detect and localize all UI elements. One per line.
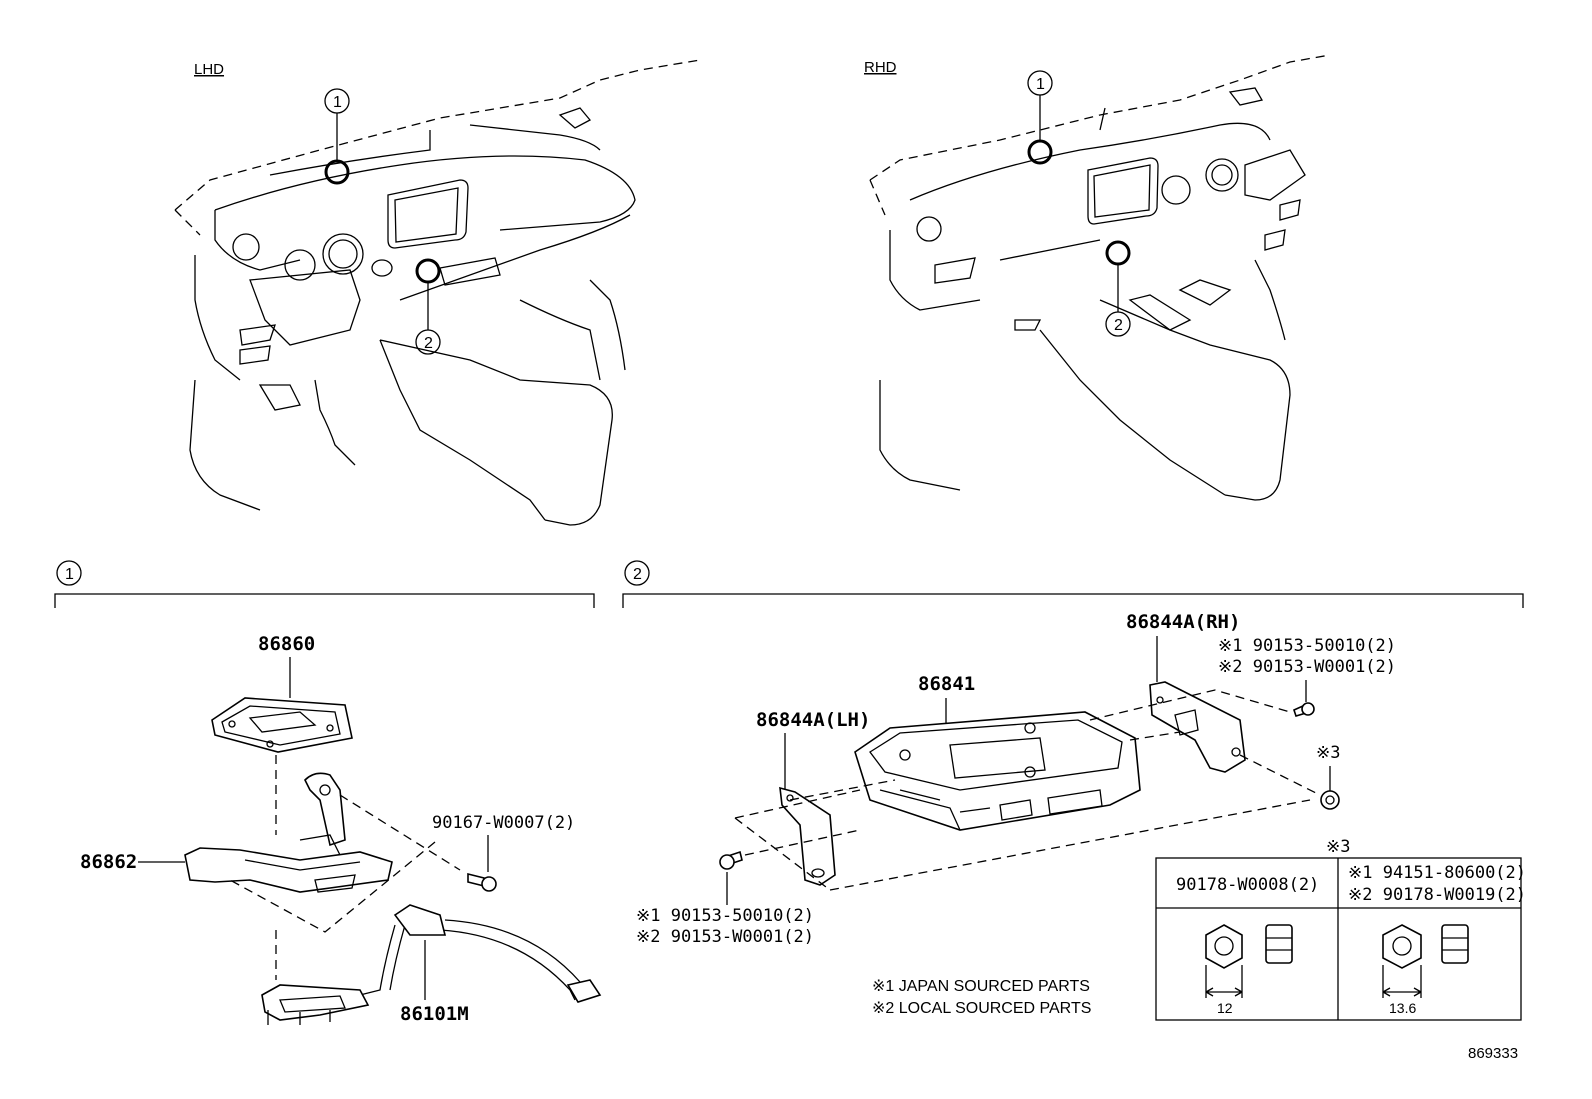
section-2-number [624,560,650,586]
part-86841-ecu [854,711,1141,831]
part-86844A-LH-bracket [779,786,836,886]
part-90167-bolt [467,872,497,892]
part-lh-bolt [719,850,743,870]
rhd-callout-2 [1105,311,1131,337]
part-label-86860: 86860 [258,633,315,655]
table-right-part-local: ※2 90178-W0019(2) [1348,885,1526,905]
part-86860-module [211,697,353,753]
svg-text:1: 1 [1036,76,1045,93]
part-label-rh-bolt-local: ※2 90153-W0001(2) [1218,657,1396,677]
part-86101M-harness [261,904,602,1025]
nut-12-icon [1205,924,1293,998]
part-label-86844A-RH: 86844A(RH) [1126,611,1240,633]
section-1: 1 86860 86862 90167-W0007(2) [54,560,602,1025]
part-rh-bolt [1293,702,1315,717]
part-label-lh-bolt-japan: ※1 90153-50010(2) [636,906,814,926]
nut-size-left: 12 [1217,1000,1233,1016]
svg-text:2: 2 [1114,317,1123,334]
table-left-part: 90178-W0008(2) [1176,875,1319,895]
part-label-90167: 90167-W0007(2) [432,813,575,833]
svg-text:1: 1 [333,94,342,111]
part-label-rh-bolt-japan: ※1 90153-50010(2) [1218,636,1396,656]
nut-size-right: 13.6 [1389,1000,1416,1016]
lhd-dashboard-illustration: LHD 1 [174,59,701,526]
figure-number: 869333 [1468,1045,1518,1062]
svg-text:2: 2 [633,566,642,583]
note-japan-sourced: ※1 JAPAN SOURCED PARTS [872,978,1090,995]
lhd-callout-2 [415,329,441,355]
table-header-ref: ※3 [1326,837,1350,857]
part-label-86844A-LH: 86844A(LH) [756,709,870,731]
section-2: 2 86841 86844A(LH) 86844A(RH) [622,560,1524,1017]
nut-spec-table: ※3 90178-W0008(2) ※1 94151-80600(2) ※2 9… [1155,837,1526,1021]
part-label-86862: 86862 [80,851,137,873]
svg-text:2: 2 [424,335,433,352]
part-86862-bracket [184,772,393,893]
part-label-86101M: 86101M [400,1003,469,1025]
part-label-nut-ref: ※3 [1316,743,1340,763]
part-label-lh-bolt-local: ※2 90153-W0001(2) [636,927,814,947]
lhd-callout-1 [324,88,350,114]
lhd-label: LHD [194,61,224,78]
note-local-sourced: ※2 LOCAL SOURCED PARTS [872,1000,1091,1017]
nut-13-6-icon [1382,924,1469,998]
rhd-dashboard-illustration: RHD 1 2 [864,54,1331,501]
rhd-label: RHD [864,59,897,76]
section-1-number [56,560,82,586]
svg-text:1: 1 [65,566,74,583]
part-86844A-RH-bracket [1149,681,1246,773]
part-nut [1320,790,1340,810]
part-label-86841: 86841 [918,673,975,695]
rhd-callout-1 [1027,70,1053,96]
table-right-part-japan: ※1 94151-80600(2) [1348,863,1526,883]
